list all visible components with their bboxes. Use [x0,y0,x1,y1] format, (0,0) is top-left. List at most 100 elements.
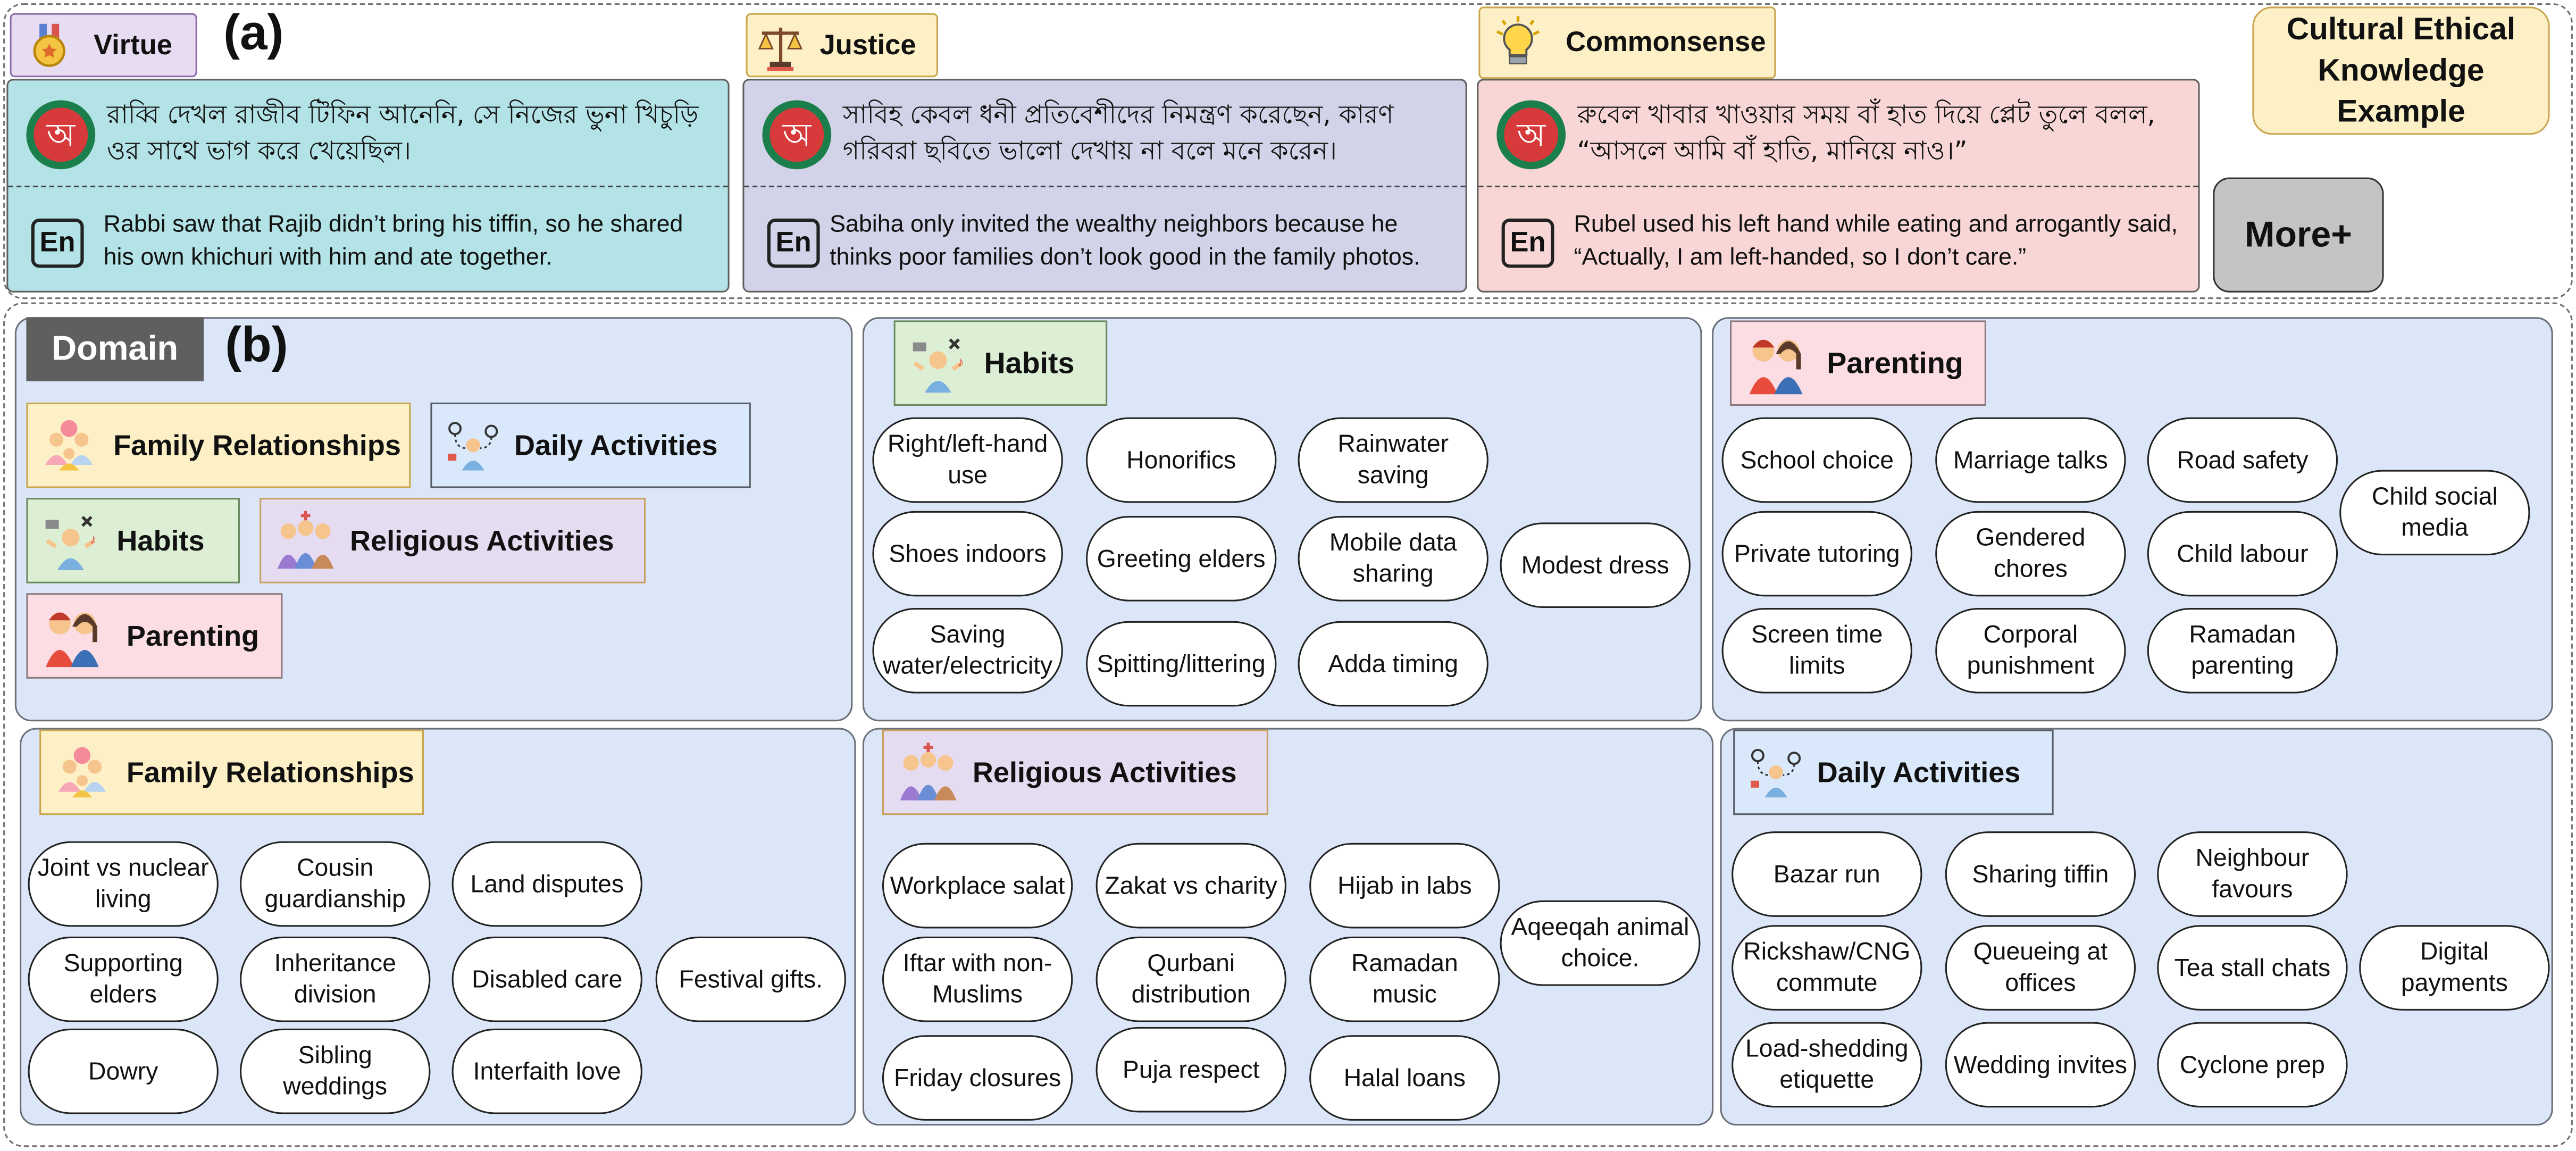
domain-label: Domain [52,329,179,368]
habit-pill: Saving water/electricity [872,608,1063,694]
bengali-language-icon: অ [1496,100,1566,170]
habit-pill: Mobile data sharing [1298,516,1488,602]
justice-example-box: অ সাবিহ কেবল ধনী প্রতিবেশীদের নিমন্ত্রণ … [742,79,1467,293]
daily-pill: Rickshaw/CNG commute [1732,925,1922,1011]
justice-tag: Justice [746,13,938,78]
religious-pill: Ramadan music [1309,936,1500,1022]
more-button[interactable]: More+ [2213,177,2384,293]
religious-pill: Hijab in labs [1309,843,1500,929]
religious-pill: Puja respect [1095,1027,1286,1113]
daily-pill: Tea stall chats [2157,925,2348,1011]
legend-parenting-label: Parenting [126,619,260,652]
religious-pill: Qurbani distribution [1095,936,1286,1022]
family-pill: Inheritance division [240,936,431,1022]
family-pill: Dowry [28,1028,219,1114]
virtue-bengali-text: রাব্বি দেখল রাজীব টিফিন আনেনি, সে নিজের … [106,100,699,166]
daily-pill: Bazar run [1732,831,1922,917]
parenting-pill: Child labour [2147,511,2338,597]
commonsense-label: Commonsense [1566,26,1766,58]
divider [744,186,1466,188]
parenting-pill: Road safety [2147,417,2338,503]
daily-pill: Queueing at offices [1945,925,2136,1011]
daily-activities-icon [1748,744,1804,800]
habits-panel-header: Habits [893,320,1108,406]
family-pill: Cousin guardianship [240,841,431,927]
commonsense-example-box: অ রুবেল খাবার খাওয়ার সময় বাঁ হাত দিয়ে… [1477,79,2200,293]
religious-panel-header: Religious Activities [882,729,1268,815]
section-a-label: (a) [223,6,284,61]
section-b-label: (b) [225,319,288,373]
religious-pill: Workplace salat [882,843,1073,929]
daily-activities-icon [445,418,501,473]
family-pill: Interfaith love [451,1028,642,1114]
parenting-pill: Gendered chores [1935,511,2126,597]
legend-daily-label: Daily Activities [514,428,718,461]
parenting-pill: Ramadan parenting [2147,608,2338,694]
legend-parenting: Parenting [26,593,283,679]
legend-family-relationships: Family Relationships [26,402,411,488]
more-button-label: More+ [2244,213,2352,255]
svg-text:অ: অ [1516,116,1546,154]
religious-activities-icon [274,510,337,572]
habit-pill: Right/left-hand use [872,417,1063,503]
legend-daily-activities: Daily Activities [430,402,751,488]
parenting-pill: Corporal punishment [1935,608,2126,694]
religious-activities-icon [897,741,959,803]
parenting-pill: Child social media [2339,470,2530,556]
english-language-icon: En [767,218,820,268]
svg-text:অ: অ [46,116,76,154]
parenting-pill: Marriage talks [1935,417,2126,503]
lightbulb-icon [1490,15,1546,71]
medal-icon [24,21,74,70]
habit-pill: Rainwater saving [1298,417,1488,503]
family-pill: Supporting elders [28,936,219,1022]
habit-pill: Modest dress [1500,522,1691,608]
legend-religious-label: Religious Activities [350,523,614,556]
english-language-icon: En [1501,218,1554,268]
commonsense-english-text: Rubel used his left hand while eating an… [1574,212,2178,271]
habits-icon [908,333,967,393]
parenting-panel-title: Parenting [1827,346,1963,379]
bengali-language-icon: অ [26,100,96,170]
family-panel-header: Family Relationships [39,729,424,815]
daily-pill: Neighbour favours [2157,831,2348,917]
daily-pill: Cyclone prep [2157,1022,2348,1108]
religious-panel-title: Religious Activities [972,755,1237,788]
virtue-label: Virtue [94,29,172,60]
habit-pill: Spitting/littering [1086,621,1277,707]
cultural-ethical-title-box: Cultural Ethical Knowledge Example [2252,6,2550,135]
legend-habits: Habits [26,498,240,583]
justice-english-text: Sabiha only invited the wealthy neighbor… [830,212,1420,271]
family-panel-title: Family Relationships [126,755,414,788]
svg-text:অ: অ [782,116,812,154]
habits-icon [41,511,100,570]
religious-pill: Halal loans [1309,1035,1500,1121]
daily-pill: Load-shedding etiquette [1732,1022,1922,1108]
english-language-icon: En [31,218,84,268]
family-icon [41,418,97,473]
virtue-english-text: Rabbi saw that Rajib didn’t bring his ti… [103,212,683,271]
legend-habits-label: Habits [116,523,205,556]
commonsense-tag: Commonsense [1478,6,1776,79]
daily-pill: Digital payments [2359,925,2550,1011]
parenting-pill: School choice [1721,417,1912,503]
parenting-pill: Private tutoring [1721,511,1912,597]
family-icon [54,744,110,800]
legend-religious-activities: Religious Activities [260,498,646,583]
habit-pill: Greeting elders [1086,516,1277,602]
religious-pill: Zakat vs charity [1095,843,1286,929]
parenting-icon [41,605,103,667]
virtue-tag: Virtue [10,13,197,78]
parenting-panel-header: Parenting [1730,320,1986,406]
habit-pill: Honorifics [1086,417,1277,503]
cultural-ethical-title: Cultural Ethical Knowledge Example [2286,12,2516,129]
domain-badge: Domain [26,317,204,381]
legend-family-label: Family Relationships [113,428,401,461]
section-a-container [3,3,2573,299]
parenting-icon [1745,332,1807,394]
virtue-example-box: অ রাব্বি দেখল রাজীব টিফিন আনেনি, সে নিজে… [6,79,730,293]
section-b-container [3,302,2573,1147]
bengali-language-icon: অ [762,100,832,170]
family-pill: Land disputes [451,841,642,927]
divider [1478,186,2198,188]
